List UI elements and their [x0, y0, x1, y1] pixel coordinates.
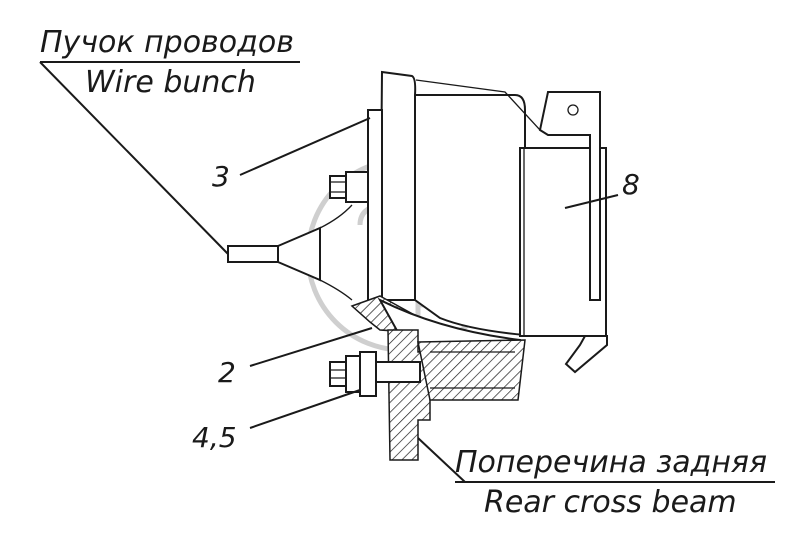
- wire-bunch-label-en: Wire bunch: [85, 65, 256, 100]
- lower-bolt: [329, 351, 421, 397]
- callout-3: 3: [212, 160, 230, 193]
- callout-8: 8: [622, 168, 640, 201]
- upper-bolt: [329, 171, 369, 203]
- rear-beam-label-ru: Поперечина задняя: [455, 445, 767, 480]
- rear-cross-beam: [387, 329, 526, 461]
- wire-bunch: [227, 204, 353, 301]
- callout-4-5: 4,5: [192, 421, 237, 454]
- rear-beam-label-en: Rear cross beam: [484, 485, 737, 520]
- leader-lines: [39, 61, 775, 483]
- lamp-housing: [414, 79, 608, 374]
- callout-2: 2: [218, 356, 236, 389]
- wire-bunch-label-ru: Пучок проводов: [40, 25, 294, 60]
- lamp-flange: [367, 70, 417, 311]
